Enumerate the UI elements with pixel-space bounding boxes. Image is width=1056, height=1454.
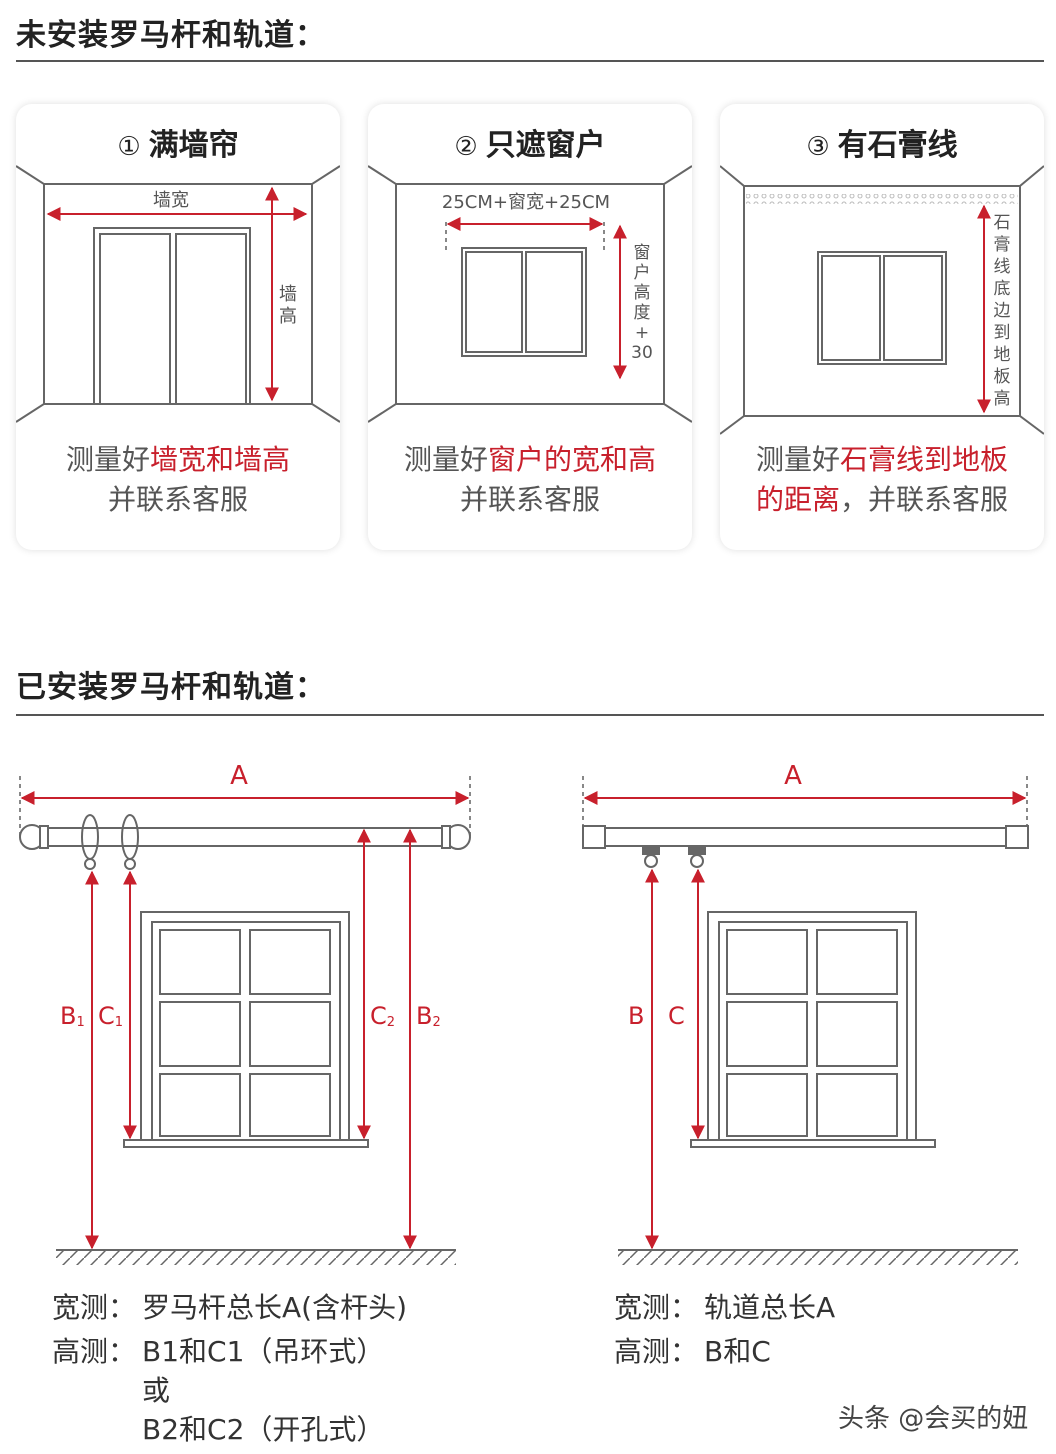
- window-width-label: 25CM+窗宽+25CM: [442, 192, 610, 213]
- number-one-icon: ①: [117, 132, 141, 162]
- window-height-char: 户: [634, 263, 651, 283]
- rod-label-a: A: [230, 761, 248, 791]
- plaster-height-char: 到: [994, 323, 1011, 343]
- card-full-wall: 墙宽 墙 高: [16, 104, 340, 550]
- section-divider: [16, 714, 1044, 716]
- rod-label-b1: B1: [60, 1002, 85, 1030]
- plaster-height-char: 石: [994, 213, 1011, 233]
- plaster-height-char: 板: [994, 367, 1011, 387]
- window-height-char: 度: [634, 303, 651, 323]
- wall-height-label-1: 墙: [279, 284, 297, 305]
- track-label-a: A: [784, 761, 802, 791]
- full-wall-illustration: 墙宽 墙 高: [16, 165, 340, 423]
- plaster-height-char: 底: [994, 279, 1011, 299]
- window-height-char: 高: [634, 283, 651, 303]
- rod-label-c2: C2: [370, 1002, 395, 1030]
- plaster-height-char: 线: [994, 257, 1011, 277]
- window-height-char: +: [635, 323, 649, 343]
- rod-label-b2: B2: [416, 1002, 441, 1030]
- window-height-char: 窗: [634, 243, 651, 263]
- plaster-line-illustration: 石 膏 线 底 边 到 地 板 高: [720, 165, 1044, 435]
- plaster-height-char: 膏: [994, 234, 1011, 255]
- section-title-installed: 已安装罗马杆和轨道：: [16, 670, 326, 705]
- window-height-char: 30: [631, 343, 653, 363]
- rod-measurement-description: 宽测：罗马杆总长A(含杆头) 高测：B1和C1（吊环式） 或 B2和C2（开孔式…: [52, 1291, 408, 1446]
- number-three-icon: ③: [806, 132, 830, 162]
- wall-width-label: 墙宽: [153, 190, 189, 211]
- section-divider: [16, 60, 1044, 62]
- window-only-illustration: 25CM+窗宽+25CM 窗 户 高 度 + 30: [368, 165, 692, 423]
- rod-label-c1: C1: [98, 1002, 123, 1030]
- track-label-c: C: [668, 1002, 685, 1030]
- caption-full-wall: 测量好墙宽和墙高 并联系客服: [65, 443, 291, 516]
- roman-rod-diagram: A B1 C1 C2 B2: [19, 761, 471, 1265]
- plaster-height-char: 边: [994, 301, 1011, 321]
- card-plaster-line: 石 膏 线 底 边 到 地 板 高: [720, 104, 1044, 550]
- section-title-not-installed: 未安装罗马杆和轨道：: [16, 18, 326, 53]
- caption-plaster-line: 测量好石膏线到地板 的距离，并联系客服: [755, 443, 1009, 516]
- caption-window-only: 测量好窗户的宽和高 并联系客服: [403, 443, 657, 516]
- number-two-icon: ②: [454, 132, 478, 162]
- installed-measurement-diagram: A B1 C1 C2 B2: [19, 761, 1029, 1265]
- watermark: 头条 @会买的妞: [838, 1404, 1029, 1434]
- plaster-height-char: 高: [994, 389, 1011, 409]
- card-window-only: 25CM+窗宽+25CM 窗 户 高 度 + 30: [368, 104, 692, 550]
- wall-height-label-2: 高: [279, 306, 297, 327]
- track-measurement-description: 宽测：轨道总长A 高测：B和C: [614, 1291, 836, 1368]
- track-diagram: A B C: [582, 761, 1029, 1265]
- track-label-b: B: [628, 1002, 644, 1030]
- plaster-height-char: 地: [994, 345, 1011, 365]
